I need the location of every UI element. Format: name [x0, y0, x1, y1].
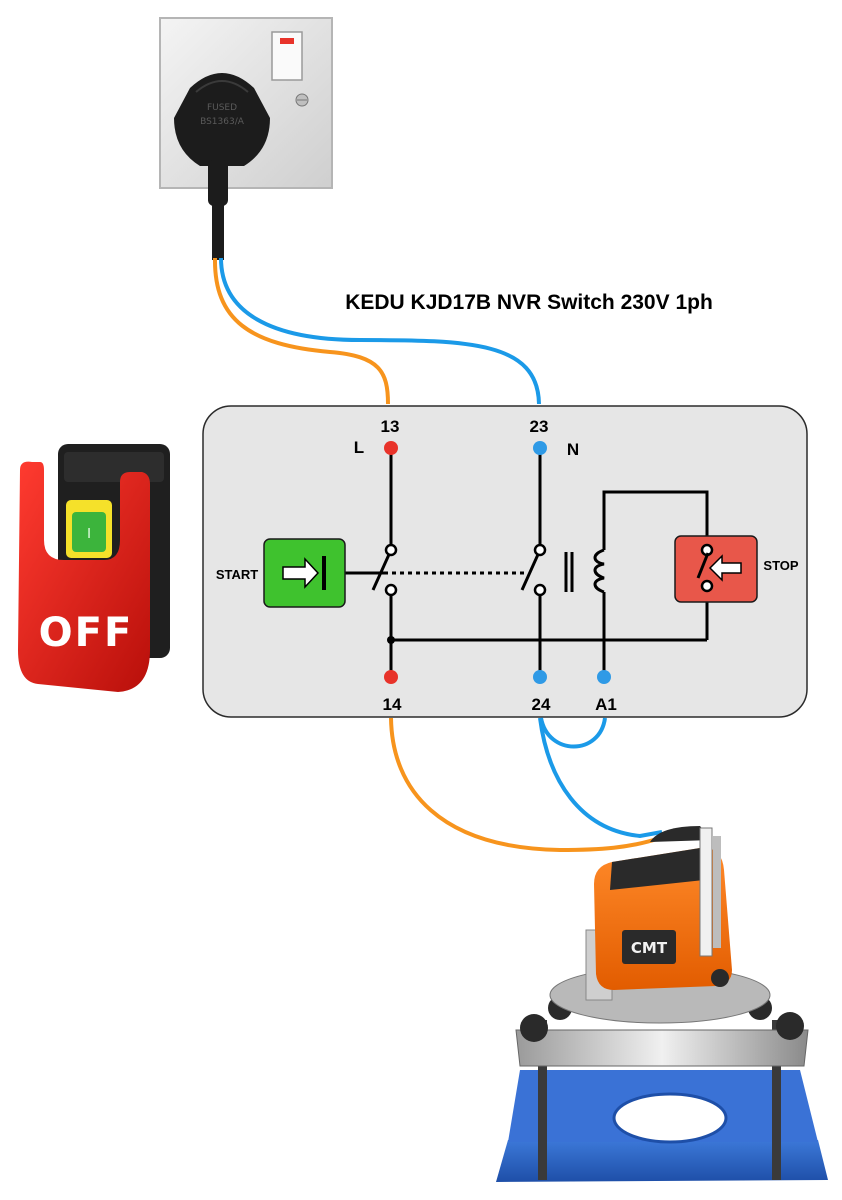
nvr-switch-photo: I OFF: [18, 444, 170, 692]
neutral-wire-motor: [538, 717, 663, 839]
router-brand-logo: CMT: [631, 939, 668, 957]
terminal-label-a1: A1: [595, 695, 617, 714]
start-arrow-icon: [282, 557, 320, 589]
switch-red-cover: [18, 461, 150, 692]
circuit-lines: [324, 448, 709, 676]
live-label: L: [354, 438, 364, 457]
stop-label: STOP: [763, 558, 798, 573]
socket-indicator: [280, 38, 294, 44]
plug-body: [174, 73, 270, 166]
plug-text-2: BS1363/A: [200, 117, 245, 127]
supply-cable: [212, 257, 541, 405]
router-table-photo: CMT: [496, 826, 828, 1182]
router-table-base: [496, 1140, 828, 1182]
motor-cable: [389, 717, 663, 853]
router-cord-entry: [650, 826, 712, 842]
live-wire-motor: [389, 717, 661, 853]
plug-text-1: FUSED: [207, 103, 237, 113]
terminal-14: [384, 670, 398, 684]
schematic-panel: 13 23 L N 14 24 A1: [202, 405, 808, 718]
off-button-text: OFF: [39, 610, 134, 656]
stop-button-symbol: [674, 535, 758, 603]
terminal-label-23: 23: [530, 417, 549, 436]
start-label: START: [216, 567, 258, 582]
contactor-coil: [593, 548, 605, 594]
plug-cable-strain: [208, 160, 228, 206]
diagram-title: KEDU KJD17B NVR Switch 230V 1ph: [345, 291, 713, 314]
terminal-23: [533, 441, 547, 455]
stop-arrow-icon: [708, 554, 742, 582]
neutral-label: N: [567, 440, 579, 459]
router-plate: [515, 1029, 809, 1067]
terminal-a1: [597, 670, 611, 684]
wall-socket-photo: FUSED BS1363/A: [159, 17, 333, 260]
terminal-label-13: 13: [381, 417, 400, 436]
terminal-label-24: 24: [532, 695, 551, 714]
link-wire-24-a1: [539, 717, 607, 749]
start-button-symbol: [263, 538, 346, 608]
green-button-mark: I: [87, 527, 91, 542]
neutral-wire-supply: [219, 257, 541, 405]
terminal-13: [384, 441, 398, 455]
terminal-24: [533, 670, 547, 684]
terminal-label-14: 14: [383, 695, 402, 714]
junction-dot: [387, 636, 395, 644]
live-wire-supply: [212, 257, 390, 405]
